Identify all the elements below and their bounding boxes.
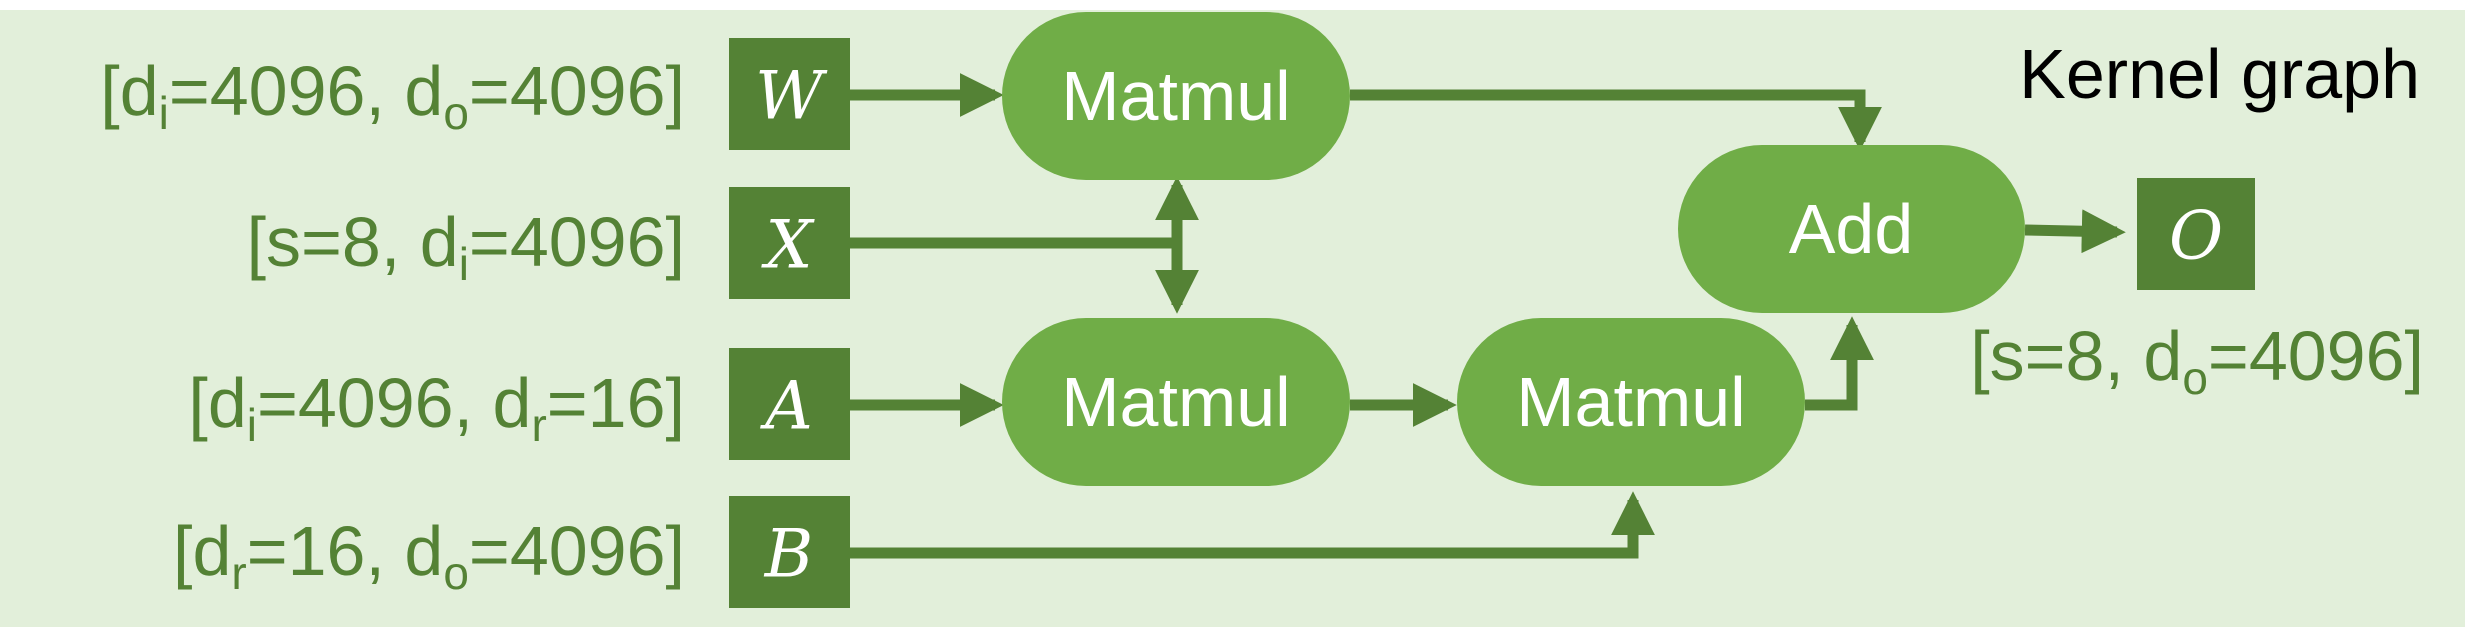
matmul-node-mid: Matmul — [1002, 318, 1350, 486]
input-x-symbol: X — [761, 207, 816, 284]
input-b-dims: [dr=16, do=4096] — [173, 512, 685, 599]
matmul-node-right-label: Matmul — [1516, 363, 1745, 441]
input-b: B — [729, 496, 850, 608]
input-a-dims: [di=4096, dr=16] — [188, 364, 685, 451]
add-node: Add — [1678, 145, 2025, 313]
matmul-node-right: Matmul — [1457, 318, 1805, 486]
output-o-symbol: O — [2169, 198, 2223, 275]
input-w-dims: [di=4096, do=4096] — [100, 52, 685, 139]
edge-add-output — [2024, 209, 2126, 254]
matmul-node-top-label: Matmul — [1061, 57, 1290, 135]
edge-b-matmul-right — [850, 491, 1655, 559]
edge-matmul-right-add — [1805, 316, 1874, 411]
input-a: A — [729, 348, 850, 460]
add-node-label: Add — [1789, 190, 1914, 268]
input-b-symbol: B — [764, 516, 814, 593]
matmul-node-top: Matmul — [1002, 12, 1350, 180]
output-o: O — [2137, 178, 2255, 290]
edges — [850, 73, 2126, 559]
edge-matmul-top-add — [1350, 89, 1882, 151]
matmul-node-mid-label: Matmul — [1061, 363, 1290, 441]
input-x: X — [729, 187, 850, 299]
input-a-symbol: A — [759, 368, 813, 445]
input-w-symbol: W — [755, 58, 828, 135]
graph-title: Kernel graph — [2019, 35, 2420, 113]
input-w: W — [729, 38, 850, 150]
